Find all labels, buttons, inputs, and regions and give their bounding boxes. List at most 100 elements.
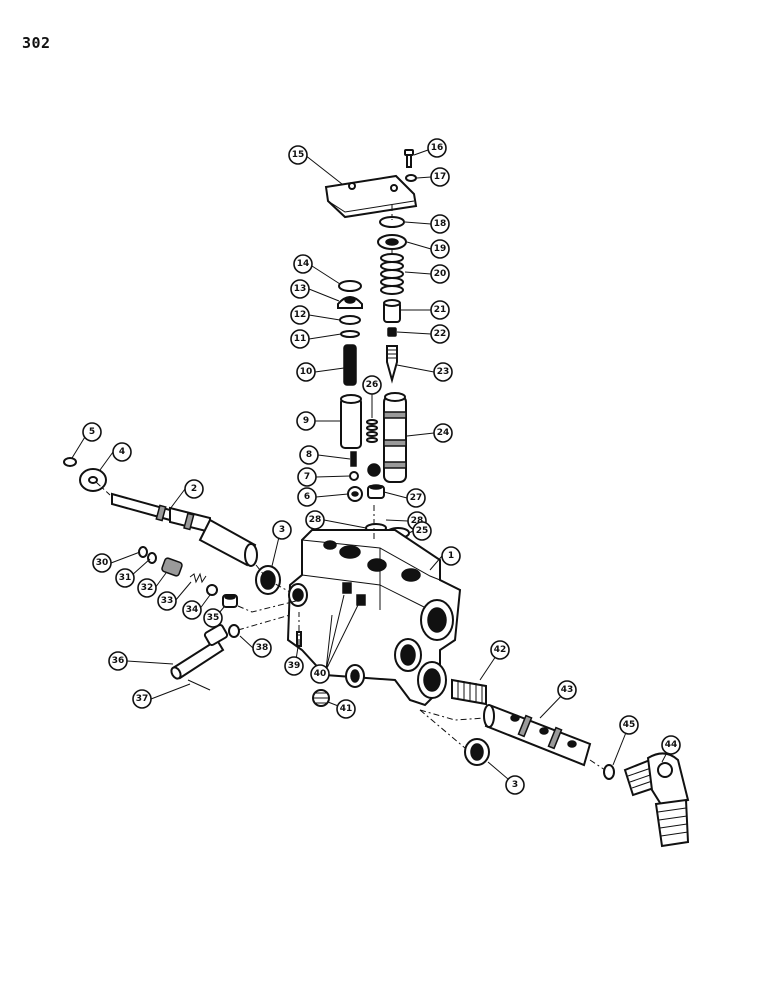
- callout-number: 6: [304, 492, 310, 502]
- washer-part: [405, 174, 417, 182]
- o-ring-part: [338, 280, 362, 292]
- callout-number: 16: [431, 143, 444, 153]
- spring-part: [366, 419, 378, 443]
- plug-part: [222, 594, 238, 608]
- callout: 26: [362, 375, 382, 395]
- callout-number: 28: [411, 516, 424, 526]
- center-line: [95, 481, 111, 496]
- callout-number: 3: [512, 780, 518, 790]
- spring-part: [189, 572, 207, 584]
- callout-number: 33: [161, 596, 174, 606]
- center-line: [419, 709, 466, 749]
- pin-part: [187, 679, 211, 691]
- poppet-needle-part: [386, 345, 398, 384]
- center-line: [589, 759, 606, 771]
- washer-part: [79, 468, 107, 492]
- main-spool-part: [111, 492, 258, 567]
- callout: 31: [115, 568, 135, 588]
- retainer-part: [377, 234, 407, 250]
- callout-number: 19: [434, 244, 447, 254]
- callout-number: 14: [297, 259, 310, 269]
- valve-body-part: [286, 529, 462, 707]
- callout-number: 11: [294, 334, 307, 344]
- callout-number: 38: [256, 643, 269, 653]
- center-line: [237, 614, 291, 631]
- o-ring-part: [339, 315, 361, 325]
- callout: 3: [272, 520, 292, 540]
- callout: 32: [137, 578, 157, 598]
- callout: 21: [430, 300, 450, 320]
- callout-number: 9: [303, 416, 309, 426]
- valve-cap-part: [337, 296, 363, 309]
- callout-number: 45: [623, 720, 636, 730]
- spool-part: [483, 704, 592, 767]
- callout-number: 42: [494, 645, 507, 655]
- callout: 6: [297, 487, 317, 507]
- callout: 24: [433, 423, 453, 443]
- callout: 28: [305, 510, 325, 530]
- callout-number: 21: [434, 305, 447, 315]
- leader-lines: [71, 149, 672, 786]
- callout: 3: [505, 775, 525, 795]
- o-ring-part: [603, 764, 615, 780]
- callout: 22: [430, 324, 450, 344]
- callout: 13: [290, 279, 310, 299]
- callout: 7: [297, 467, 317, 487]
- callout-number: 24: [437, 428, 450, 438]
- callout: 35: [203, 608, 223, 628]
- spring-part: [161, 557, 183, 577]
- callout-number: 25: [416, 526, 429, 536]
- callout-number: 20: [434, 269, 447, 279]
- callout: 25: [412, 521, 432, 541]
- callout-number: 41: [340, 704, 353, 714]
- piston-part: [383, 299, 401, 323]
- callout: 33: [157, 591, 177, 611]
- callout-number: 7: [304, 472, 310, 482]
- seat-part: [347, 486, 363, 502]
- callout: 27: [406, 488, 426, 508]
- callout: 43: [557, 680, 577, 700]
- callout-number: 12: [294, 310, 307, 320]
- callout: 39: [284, 656, 304, 676]
- callout: 19: [430, 239, 450, 259]
- callout-number: 30: [96, 558, 109, 568]
- callout-number: 43: [561, 685, 574, 695]
- spring-part: [343, 344, 357, 386]
- callout-number: 32: [141, 583, 154, 593]
- callout: 17: [430, 167, 450, 187]
- pin-part: [350, 451, 357, 467]
- callout: 11: [290, 329, 310, 349]
- callout-number: 37: [136, 694, 149, 704]
- page-number: 302: [22, 34, 51, 52]
- callout-number: 2: [191, 484, 197, 494]
- callout: 41: [336, 699, 356, 719]
- valve-spool-part: [383, 392, 407, 483]
- ball-part: [367, 463, 381, 477]
- callout: 30: [92, 553, 112, 573]
- callout: 5: [82, 422, 102, 442]
- callout: 20: [430, 264, 450, 284]
- sleeve-part: [340, 394, 362, 449]
- plug-part: [312, 689, 330, 707]
- callout: 12: [290, 305, 310, 325]
- o-ring-part: [340, 330, 360, 338]
- callout-number: 28: [309, 515, 322, 525]
- callout-number: 8: [306, 450, 312, 460]
- callout: 45: [619, 715, 639, 735]
- elbow-fitting-part: [623, 752, 690, 848]
- callout-number: 5: [89, 427, 95, 437]
- callout-number: 44: [665, 740, 678, 750]
- center-line: [419, 709, 486, 721]
- seal-part: [464, 738, 490, 766]
- callout-number: 26: [366, 380, 379, 390]
- spring-part: [380, 253, 404, 295]
- callout-number: 31: [119, 573, 132, 583]
- o-ring-part: [147, 552, 157, 564]
- callout-number: 35: [207, 613, 220, 623]
- callout-number: 18: [434, 219, 447, 229]
- center-line: [237, 599, 301, 613]
- callout-number: 27: [410, 493, 423, 503]
- o-ring-part: [379, 216, 405, 228]
- callout: 9: [296, 411, 316, 431]
- o-ring-part: [228, 624, 240, 638]
